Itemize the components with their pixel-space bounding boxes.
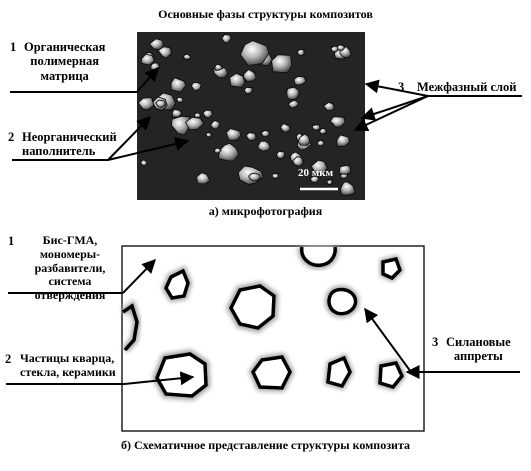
bottom-label-1-number: 1 — [8, 234, 15, 248]
micrograph-grain — [297, 133, 311, 146]
micrograph-grain — [205, 132, 212, 138]
schematic — [120, 245, 425, 432]
micrograph-grain — [229, 72, 246, 89]
micrograph-grain — [221, 34, 232, 44]
micrograph-grain — [276, 150, 286, 160]
top-label-3-number: 3 — [398, 80, 405, 94]
schematic-particle — [225, 281, 279, 333]
micrograph-grain — [157, 46, 173, 59]
schematic-particle — [376, 359, 407, 392]
micrograph-grain — [293, 76, 307, 86]
micrograph-grain — [316, 139, 325, 147]
micrograph-grain — [286, 86, 300, 100]
micrograph-grain — [150, 62, 160, 71]
bottom-label-2-number: 2 — [5, 352, 12, 366]
micrograph-grain — [243, 86, 253, 95]
top-label-1-number: 1 — [10, 40, 17, 54]
micrograph-grain — [148, 38, 164, 50]
micrograph-particles — [137, 34, 356, 196]
micrograph-grain — [171, 108, 183, 118]
micrograph-grain — [279, 123, 291, 133]
micrograph-grain — [170, 77, 187, 93]
micrograph-grain — [139, 159, 148, 167]
micrograph-grain — [210, 119, 220, 130]
micrograph-grain — [323, 101, 335, 111]
schematic-particle — [248, 352, 295, 393]
schematic-particle — [120, 299, 142, 353]
micrograph-grain — [213, 148, 222, 154]
micrograph-grain — [257, 140, 271, 152]
micrograph-grain — [184, 116, 205, 131]
micrograph-grain — [202, 109, 214, 119]
bottom-label-2-text: Частицы кварца, стекла, керамики — [20, 351, 116, 379]
top-label-3-text: Межфазный слой — [417, 80, 517, 94]
micrograph-grain — [309, 175, 320, 184]
top-label-2-text: Неорганический наполнитель — [22, 130, 117, 159]
bottom-label-1-text: Бис-ГМА, мономеры- разбавители, система … — [34, 233, 106, 303]
bottom-label-3-text: Силановые аппреты — [446, 335, 511, 364]
micrograph-grain — [310, 159, 328, 175]
top-label-2-number: 2 — [8, 130, 15, 144]
micrograph-caption: а) микрофотография — [208, 204, 323, 218]
micrograph-grain — [196, 172, 211, 185]
micrograph-grain — [245, 132, 257, 142]
micrograph-grain — [340, 181, 356, 196]
micrograph-grain — [326, 179, 333, 186]
micrograph-grain — [271, 173, 280, 179]
micrograph-grain — [329, 116, 346, 128]
top-pointers — [10, 66, 522, 161]
micrograph-grain — [171, 115, 191, 136]
micrograph-grain — [292, 156, 304, 167]
micrograph-grain — [225, 128, 242, 141]
schematic-particles — [120, 246, 407, 401]
bottom-label-3-number: 3 — [432, 335, 439, 349]
micrograph-grain — [214, 63, 224, 71]
schematic-frame — [121, 245, 425, 432]
micrograph-grain — [271, 54, 293, 74]
micrograph-grain — [248, 172, 261, 182]
micrograph-grain — [155, 99, 167, 109]
micrograph-grain — [175, 96, 184, 104]
micrograph-grain — [137, 97, 155, 111]
schematic-particle — [324, 353, 354, 391]
top-label-1-text: Органическая полимерная матрица — [24, 40, 106, 83]
micrograph-grain — [190, 81, 202, 92]
micrograph-grain — [239, 40, 270, 66]
schematic-particle — [379, 254, 405, 283]
schematic-particle — [325, 285, 360, 318]
micrograph-grain — [336, 44, 345, 52]
micrograph-grain — [311, 124, 321, 131]
schematic-particle — [152, 349, 211, 401]
micrograph — [137, 32, 365, 200]
micrograph-grain — [243, 68, 257, 82]
micrograph-grain — [338, 164, 352, 175]
micrograph-grain — [140, 53, 155, 66]
micrograph-grain — [287, 99, 299, 109]
scale-bar-label: 20 мкм — [298, 167, 334, 179]
schematic-caption: б) Схематичное представление структуры к… — [121, 438, 410, 452]
schematic-particle — [297, 246, 340, 270]
micrograph-grain — [297, 48, 305, 57]
micrograph-grain — [336, 134, 350, 147]
micrograph-grain — [260, 130, 270, 138]
bottom-pointers — [6, 258, 520, 386]
micrograph-grain — [183, 53, 192, 60]
page-title: Основные фазы структуры композитов — [158, 7, 373, 21]
micrograph-grain — [319, 128, 327, 135]
schematic-particle — [161, 265, 193, 303]
micrograph-grain — [194, 112, 202, 119]
